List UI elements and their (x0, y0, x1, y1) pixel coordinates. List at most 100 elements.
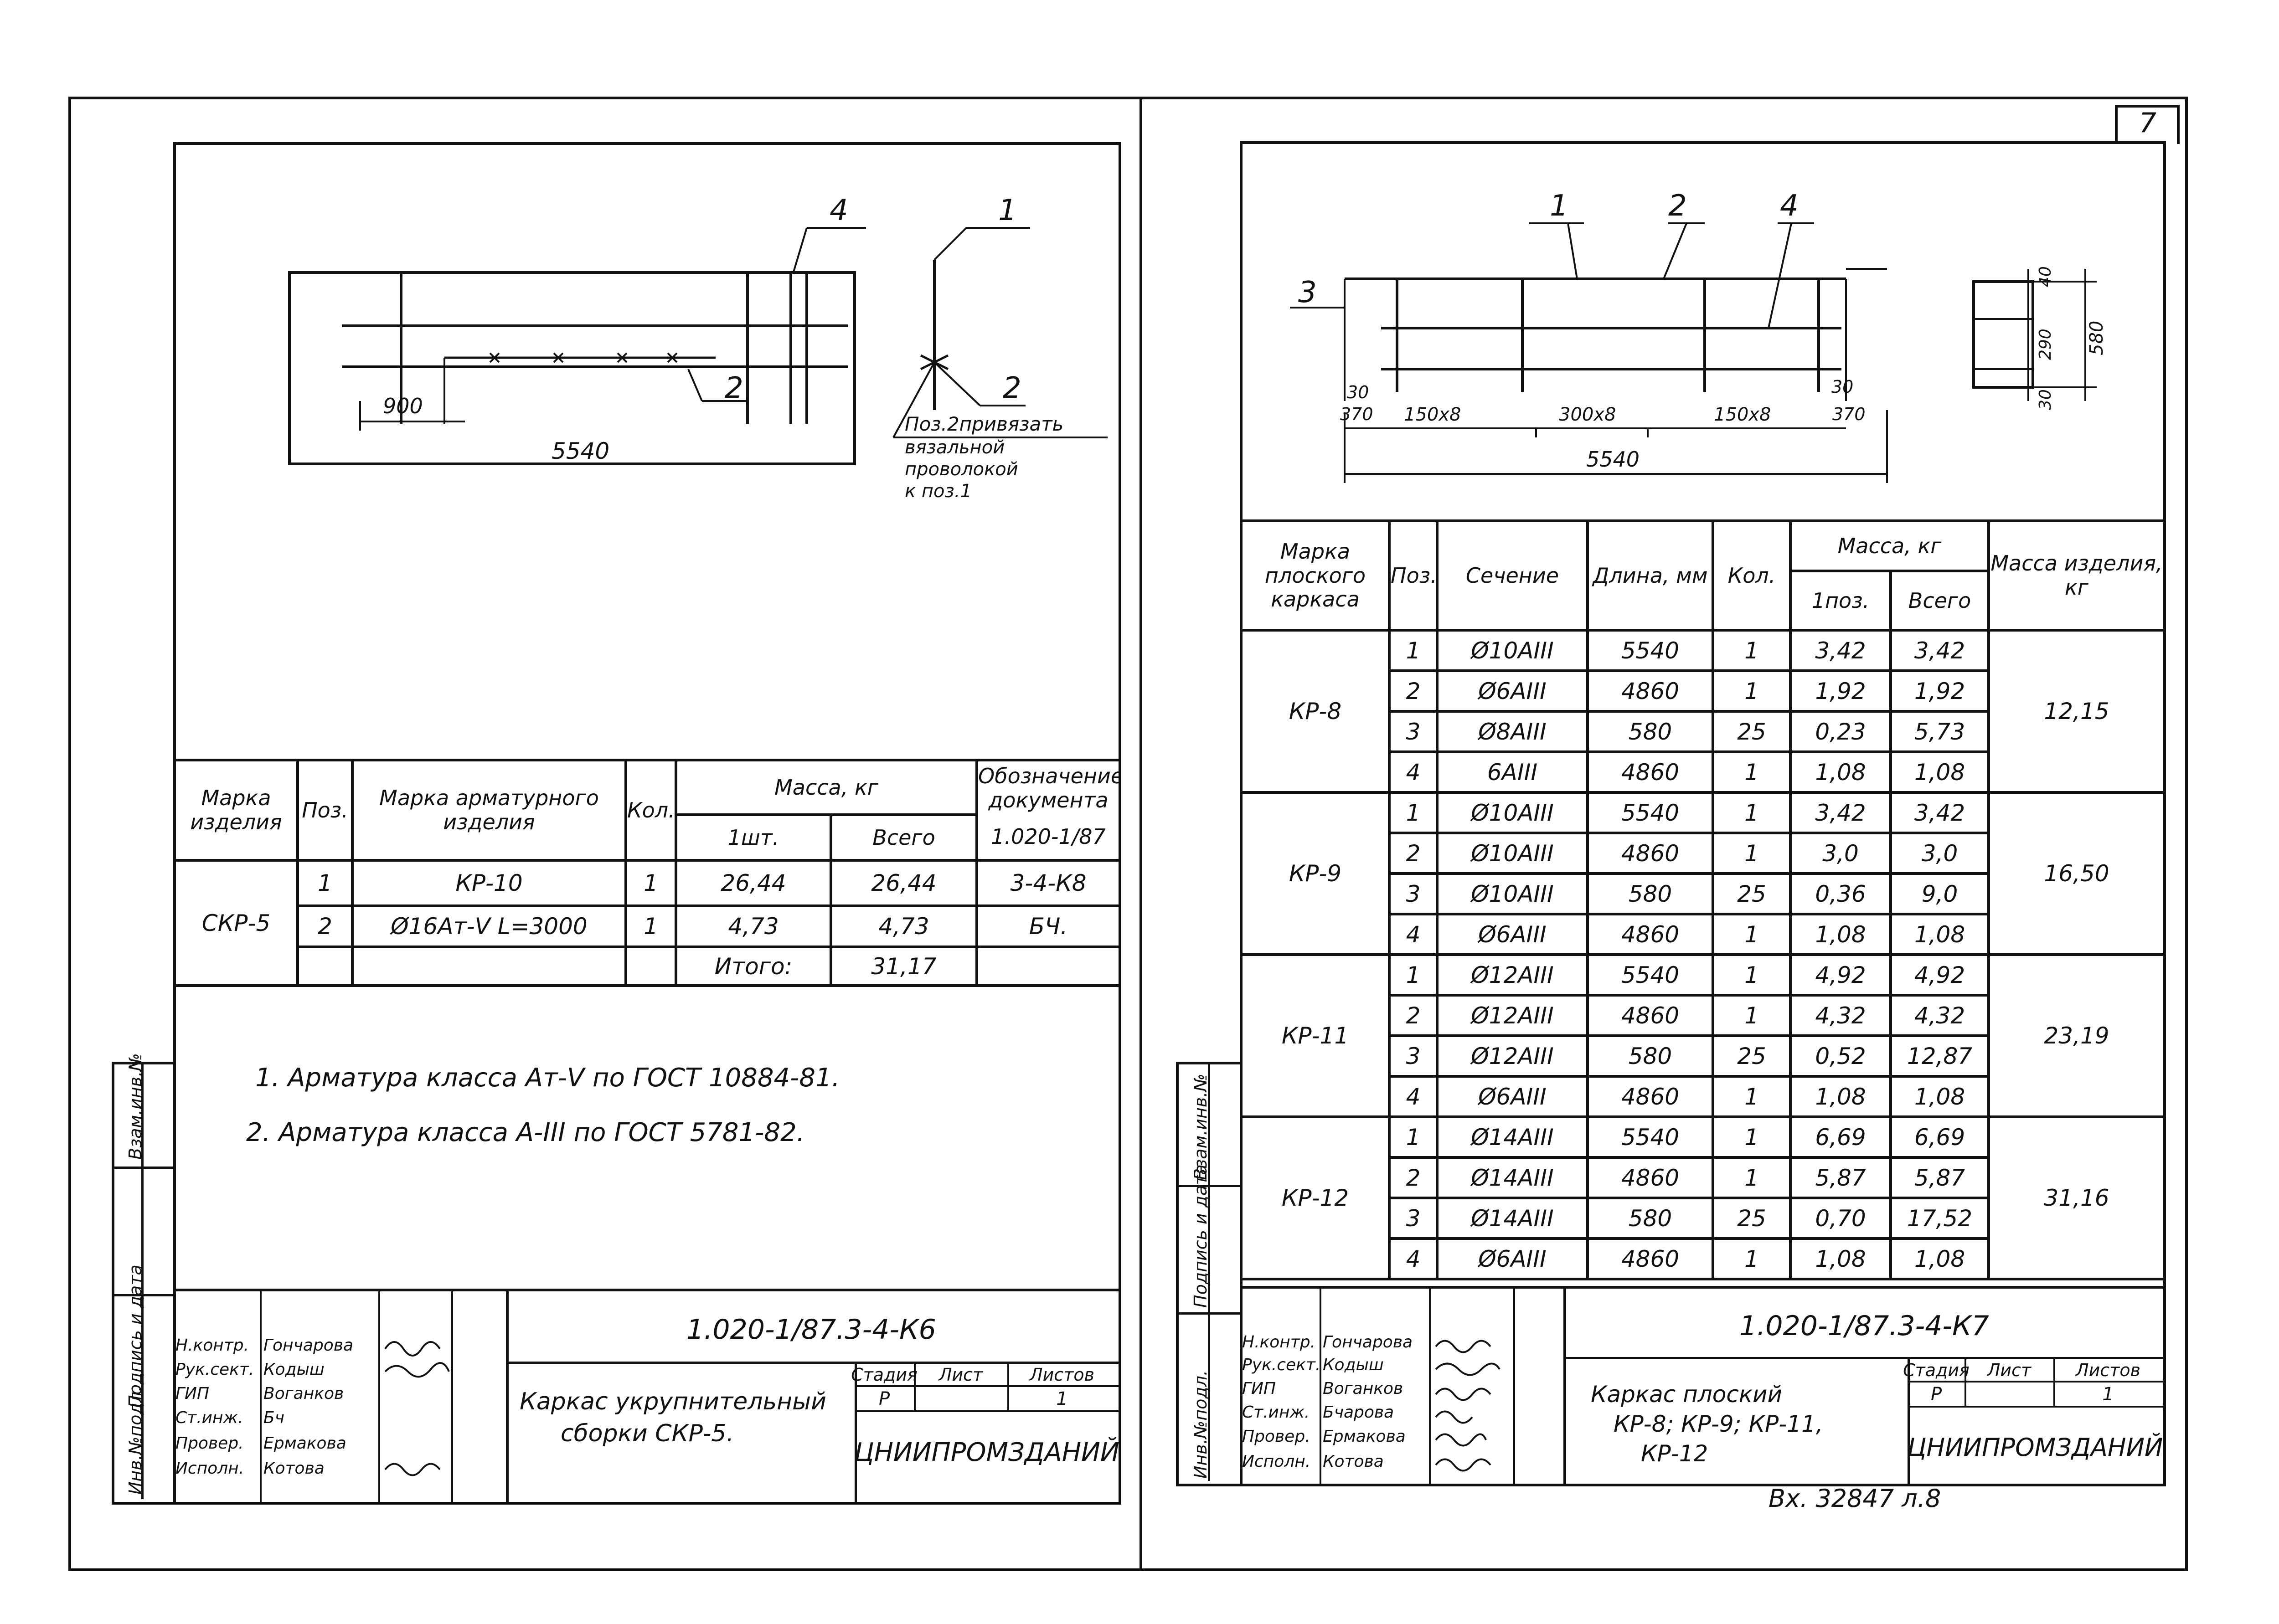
right-dim-370-right: 370 (1832, 404, 1866, 424)
right-section-dim-580: 580 (2086, 320, 2107, 355)
left-row2-m1: 4,73 (675, 905, 832, 948)
right-spec-table: Марка плоского каркаса Поз. Сечение Длин… (1240, 519, 2166, 1280)
qty-cell: 25 (1712, 1034, 1792, 1078)
right-staff-role-6: Исполн. (1242, 1452, 1311, 1471)
length-cell: 4860 (1586, 994, 1714, 1037)
mass-total-cell: 3,42 (1889, 791, 1990, 834)
left-hdr-mass: Масса, кг (675, 759, 978, 816)
frame-mark-cell: КР-9 (1240, 791, 1391, 956)
left-org: ЦНИИПРОМЗДАНИЙ (854, 1438, 1119, 1467)
right-hdr-qty: Кол. (1712, 519, 1792, 632)
length-cell: 5540 (1586, 1115, 1714, 1159)
right-title-line1: Каркас плоский (1591, 1381, 1783, 1408)
right-side-strip-sep1 (1176, 1185, 1240, 1187)
qty-cell: 1 (1712, 994, 1792, 1037)
length-cell: 4860 (1586, 832, 1714, 875)
right-callout-1: 1 (1550, 189, 1568, 223)
qty-cell: 1 (1712, 629, 1792, 672)
right-title-code: 1.020-1/87.3-4-К7 (1739, 1310, 1989, 1342)
left-side-label-sign: Подпись и дата (125, 1264, 145, 1408)
section-cell: Ø10АIII (1436, 791, 1589, 834)
qty-cell: 25 (1712, 872, 1792, 915)
mass-one-cell: 3,42 (1789, 629, 1892, 672)
left-row2-qty: 1 (624, 905, 677, 948)
right-dim-300x8: 300х8 (1559, 404, 1616, 425)
mass-total-cell: 4,92 (1889, 953, 1990, 997)
right-stage-value: Р (1930, 1384, 1942, 1405)
bottom-edge-line (68, 1568, 2188, 1571)
pos-cell: 1 (1388, 1115, 1439, 1159)
right-side-strip-divider (1208, 1062, 1210, 1481)
mass-total-cell: 4,32 (1889, 994, 1990, 1037)
mass-total-cell: 9,0 (1889, 872, 1990, 915)
left-side-label-replace: Взам.инв.№ (125, 1053, 145, 1160)
left-title-line1: Каркас укрупнительный (520, 1388, 826, 1415)
left-hdr-mass-total: Всего (830, 813, 978, 862)
left-stage-col2 (1007, 1362, 1009, 1410)
mass-one-cell: 0,52 (1789, 1034, 1892, 1078)
pos-cell: 3 (1388, 710, 1439, 753)
qty-cell: 1 (1712, 953, 1792, 997)
left-staff-col2 (378, 1289, 380, 1502)
right-hdr-mass-total: Всего (1889, 570, 1990, 632)
left-staff-name-3: Воганков (263, 1384, 344, 1403)
pos-cell: 2 (1388, 832, 1439, 875)
right-title-code-sep (1563, 1357, 2163, 1359)
qty-cell: 1 (1712, 1115, 1792, 1159)
right-stage-header-sep (1908, 1381, 2163, 1382)
right-staff-role-1: Н.контр. (1242, 1333, 1316, 1352)
pos-cell: 1 (1388, 629, 1439, 672)
right-title-org-divider (1908, 1357, 1910, 1484)
length-cell: 4860 (1586, 913, 1714, 956)
left-stage-value-sep (855, 1410, 1119, 1412)
section-cell: Ø6АIII (1436, 669, 1589, 713)
right-stage-col1 (1964, 1357, 1966, 1406)
left-side-strip (112, 1062, 176, 1505)
qty-cell: 1 (1712, 750, 1792, 794)
left-total-label: Итого: (675, 946, 832, 987)
length-cell: 580 (1586, 710, 1714, 753)
qty-cell: 25 (1712, 1197, 1792, 1240)
left-staff-role-1: Н.контр. (175, 1336, 249, 1355)
mass-one-cell: 1,08 (1789, 1075, 1892, 1118)
left-title-code-sep (506, 1362, 1119, 1364)
left-staff-name-5: Ермакова (263, 1434, 346, 1453)
pos-cell: 3 (1388, 1034, 1439, 1078)
left-title-line2: сборки СКР-5. (561, 1420, 734, 1447)
mass-one-cell: 1,08 (1789, 1237, 1892, 1280)
product-mass-cell: 16,50 (1987, 791, 2166, 956)
right-staff-name-1: Гончарова (1323, 1333, 1413, 1352)
mass-one-cell: 0,70 (1789, 1197, 1892, 1240)
left-hdr-qty: Кол. (624, 759, 677, 862)
mass-one-cell: 4,92 (1789, 953, 1892, 997)
length-cell: 4860 (1586, 1075, 1714, 1118)
left-dim-5540: 5540 (552, 438, 610, 464)
pos-cell: 1 (1388, 953, 1439, 997)
right-dim-150x8-left: 150х8 (1404, 404, 1461, 425)
right-stage-col2 (2053, 1357, 2055, 1406)
right-staff-name-4: Бчарова (1323, 1403, 1394, 1422)
left-side-strip-divider (141, 1062, 144, 1499)
qty-cell: 1 (1712, 832, 1792, 875)
mass-one-cell: 1,92 (1789, 669, 1892, 713)
left-staff-col3 (451, 1289, 453, 1502)
left-row2-pos: 2 (296, 905, 354, 948)
left-row1-mt: 26,44 (830, 859, 978, 907)
pos-cell: 2 (1388, 669, 1439, 713)
left-note-line3: проволокой (905, 459, 1018, 480)
left-row2-mt: 4,73 (830, 905, 978, 948)
left-callout-4: 4 (830, 194, 848, 227)
right-title-line3: КР-12 (1641, 1440, 1708, 1467)
right-org: ЦНИИПРОМЗДАНИЙ (1907, 1433, 2163, 1462)
pos-cell: 4 (1388, 913, 1439, 956)
pos-cell: 2 (1388, 994, 1439, 1037)
section-cell: Ø12АIII (1436, 1034, 1589, 1078)
left-note-line2: вязальной (905, 437, 1005, 458)
left-stage-label: Стадия (851, 1365, 918, 1385)
section-cell: Ø8АIII (1436, 710, 1589, 753)
